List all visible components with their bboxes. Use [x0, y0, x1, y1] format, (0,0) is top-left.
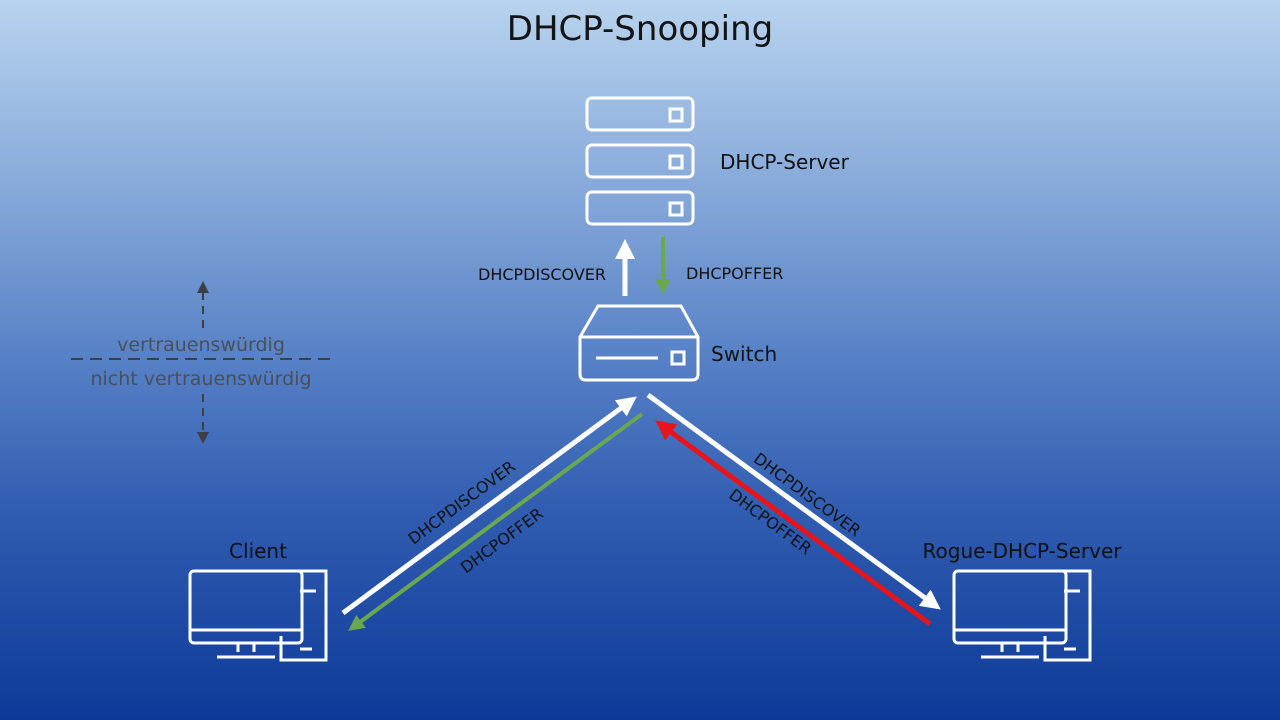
client-label: Client	[229, 539, 287, 563]
server-discover-label: DHCPDISCOVER	[478, 265, 606, 284]
rogue-server-label: Rogue-DHCP-Server	[923, 539, 1123, 563]
untrusted-label: nicht vertrauenswürdig	[90, 368, 311, 390]
rogue-server-computer-icon	[952, 569, 1092, 662]
client-discover-arrow	[341, 396, 637, 616]
trusted-label: vertrauenswürdig	[117, 334, 285, 356]
rogue-discover-arrow	[646, 392, 941, 610]
network-switch-icon	[578, 304, 700, 382]
client-computer-icon	[188, 569, 328, 662]
diagram-title: DHCP-Snooping	[507, 9, 773, 49]
dhcp-server-label: DHCP-Server	[720, 150, 850, 174]
server-rack-icon	[585, 96, 695, 226]
client-offer-arrow	[348, 412, 644, 631]
switch-label: Switch	[711, 342, 777, 366]
trust-boundary: vertrauenswürdig nicht vertrauenswürdig	[71, 281, 336, 444]
server-offer-label: DHCPOFFER	[686, 264, 783, 283]
rogue-offer-arrow	[655, 420, 932, 627]
